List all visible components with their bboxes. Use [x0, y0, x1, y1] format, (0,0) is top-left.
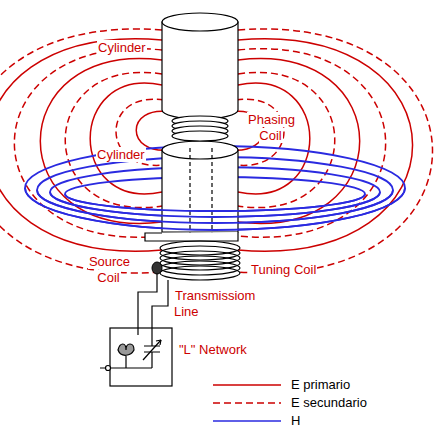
legend-text: E secundario: [290, 395, 368, 410]
transmission-line: [138, 273, 168, 328]
e-secondary-line: [238, 29, 433, 273]
label-text: Phasing Coil: [247, 112, 295, 143]
legend-entry: H: [290, 413, 301, 429]
part-label: Source Coil: [84, 254, 134, 286]
label-text: Tuning Coil: [250, 262, 317, 277]
label-text: Transmissiom Line: [174, 288, 255, 319]
part-label: Cylinder: [96, 147, 146, 163]
e-secondary-line: [0, 29, 162, 273]
label-text: "L" Network: [178, 342, 248, 357]
e-primary-line: [238, 59, 360, 224]
source-coil-symbol: [152, 262, 162, 274]
legend-samples: [213, 385, 281, 421]
h-field-line: [37, 190, 393, 223]
phasing-coil-turn: [172, 131, 228, 141]
part-label: "L" Network: [178, 342, 248, 358]
e-primary-line: [238, 39, 413, 251]
legend-entry: E secundario: [290, 395, 368, 411]
e-primary-line: [136, 111, 170, 150]
legend-entry: E primario: [290, 377, 351, 393]
legend-text: E primario: [290, 377, 351, 392]
part-label: Tuning Coil: [250, 262, 317, 278]
l-network-box: [100, 328, 172, 386]
part-label: Cylinder: [97, 40, 147, 56]
legend-text: H: [290, 413, 301, 428]
h-field-line: [50, 192, 380, 217]
tuning-coil-turn: [160, 266, 240, 280]
part-label: Transmissiom Line: [174, 288, 270, 320]
e-secondary-line: [238, 72, 335, 207]
e-primary-line: [40, 59, 162, 224]
h-field-line: [25, 188, 405, 230]
h-field-line: [65, 194, 365, 211]
label-text: Cylinder: [96, 147, 146, 162]
label-text: Source Coil: [88, 254, 130, 285]
top-cylinder: [162, 13, 238, 119]
bottom-cylinder: [145, 141, 238, 241]
part-label: Phasing Coil: [243, 112, 299, 144]
label-text: Cylinder: [97, 40, 147, 55]
